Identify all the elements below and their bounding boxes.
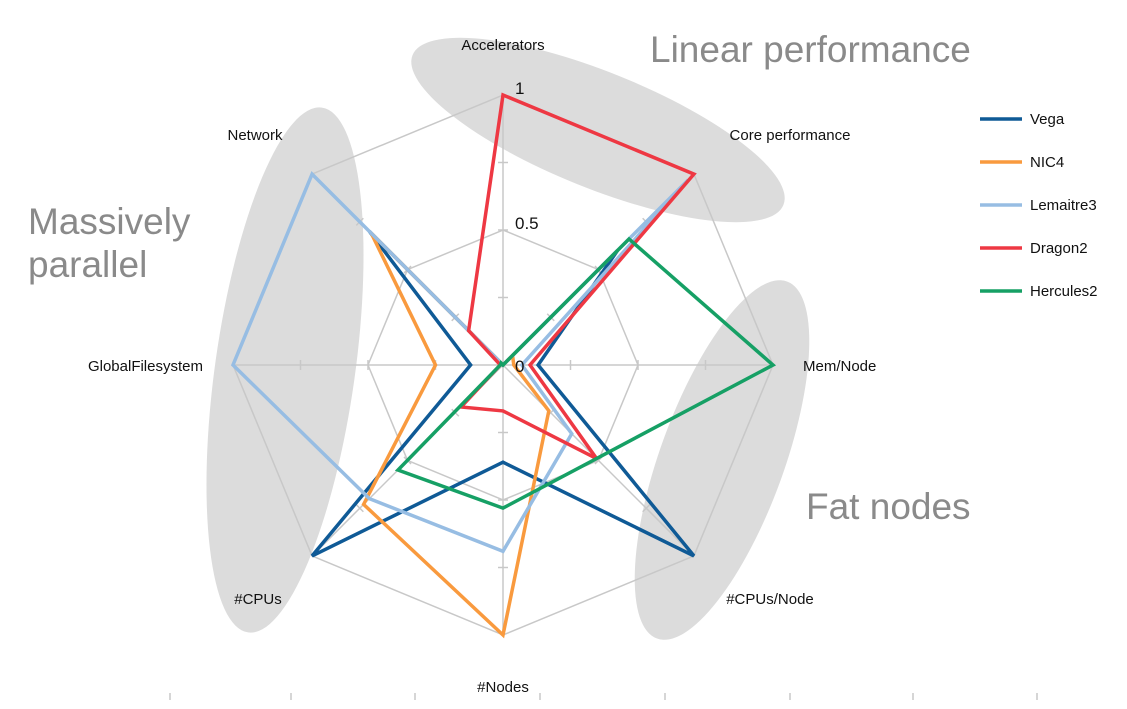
tick-label: 1	[515, 79, 524, 98]
annotation-linear-performance: Linear performance	[650, 29, 971, 70]
axis-label-network: Network	[227, 127, 283, 144]
axis-label-accelerators: Accelerators	[461, 37, 544, 54]
series-dragon2	[457, 92, 697, 461]
annotation-fat-nodes: Fat nodes	[806, 486, 971, 527]
bottom-tick-marks	[169, 693, 1038, 700]
axis-label--cpus: #CPUs	[234, 591, 282, 608]
axis-tick-mark	[642, 504, 651, 513]
series-hercules2	[394, 236, 777, 511]
radar-series	[230, 92, 777, 639]
legend-label-vega: Vega	[1030, 111, 1065, 128]
legend-label-hercules2: Hercules2	[1030, 283, 1098, 300]
axis-label--cpus-node: #CPUs/Node	[726, 591, 814, 608]
tick-labels: 00.51	[515, 79, 539, 376]
highlight-massively-parallel	[206, 107, 364, 633]
annotation-massively-parallel-line2: parallel	[28, 244, 147, 285]
tick-label: 0	[515, 357, 524, 376]
legend-label-dragon2: Dragon2	[1030, 240, 1088, 257]
legend-label-nic4: NIC4	[1030, 154, 1064, 171]
series-nic4	[361, 232, 551, 639]
annotation-massively-parallel-line1: Massively	[28, 201, 191, 242]
axis-label--nodes: #Nodes	[477, 679, 529, 696]
axis-label-globalfilesystem: GlobalFilesystem	[88, 358, 203, 375]
axis-label-mem-node: Mem/Node	[803, 358, 876, 375]
legend-label-lemaitre3: Lemaitre3	[1030, 197, 1097, 214]
tick-label: 0.5	[515, 214, 539, 233]
axis-label-core-performance: Core performance	[730, 127, 851, 144]
axis-tick-mark	[355, 504, 364, 513]
